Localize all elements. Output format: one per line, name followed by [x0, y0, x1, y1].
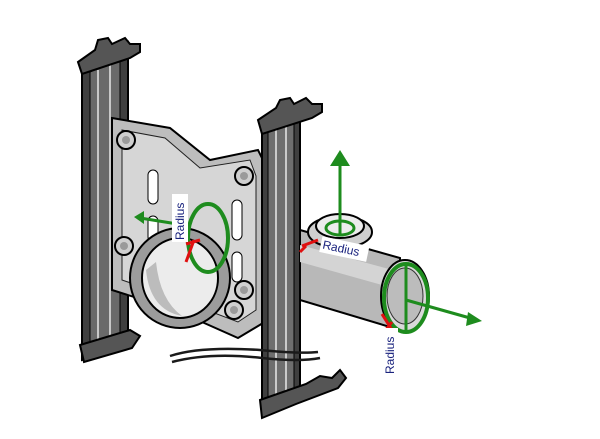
radius-handle-icon[interactable]: [184, 238, 201, 263]
bolt-icon: [116, 130, 136, 150]
bolt-heads: [114, 130, 254, 320]
radius-label-boss[interactable]: Radius: [319, 236, 370, 262]
cable: [169, 347, 321, 364]
right-rail[interactable]: [256, 96, 348, 420]
radius-handle-icon[interactable]: [298, 238, 319, 254]
radius-label-tube-end[interactable]: Radius: [382, 328, 398, 376]
boss-manipulator[interactable]: [298, 150, 356, 254]
axis-arrow-icon[interactable]: [405, 298, 482, 326]
rotation-ring-handle: [324, 219, 356, 237]
radius-label-text: Radius: [383, 337, 397, 374]
bolt-icon: [234, 280, 254, 300]
bolt-icon: [114, 236, 134, 256]
collar-ring[interactable]: [129, 227, 231, 329]
bolt-icon: [234, 166, 254, 186]
radius-label-collar[interactable]: Radius: [172, 194, 188, 242]
bolt-icon: [224, 300, 244, 320]
radius-label-text: Radius: [173, 203, 187, 240]
tube-end-manipulator[interactable]: [380, 262, 482, 353]
